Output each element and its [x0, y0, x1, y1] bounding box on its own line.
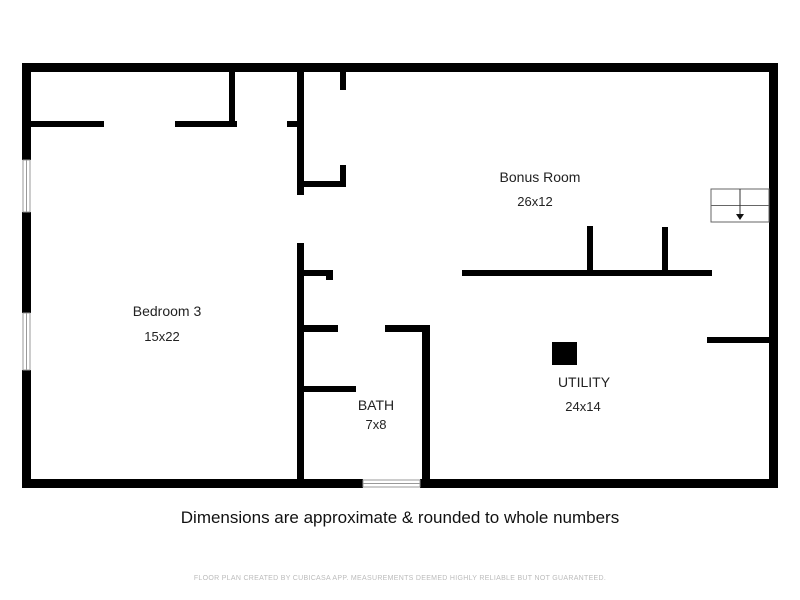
- interior-walls: [31, 72, 769, 479]
- dimensions-note: Dimensions are approximate & rounded to …: [180, 508, 620, 527]
- room-name-utility: UTILITY: [557, 374, 611, 390]
- room-name-bedroom3: Bedroom 3: [132, 303, 202, 319]
- room-name-bath: BATH: [357, 397, 395, 413]
- windows: [22, 159, 421, 488]
- room-dims-bonus: 26x12: [517, 194, 553, 209]
- room-dims-bedroom3: 15x22: [144, 329, 180, 344]
- outer-walls: [22, 63, 778, 488]
- stairs-icon: [710, 188, 770, 223]
- footer-disclaimer: FLOOR PLAN CREATED BY CUBICASA APP. MEAS…: [193, 575, 607, 582]
- room-name-bonus: Bonus Room: [499, 169, 581, 185]
- column: [552, 342, 577, 365]
- room-dims-bath: 7x8: [365, 417, 387, 432]
- room-dims-utility: 24x14: [565, 399, 601, 414]
